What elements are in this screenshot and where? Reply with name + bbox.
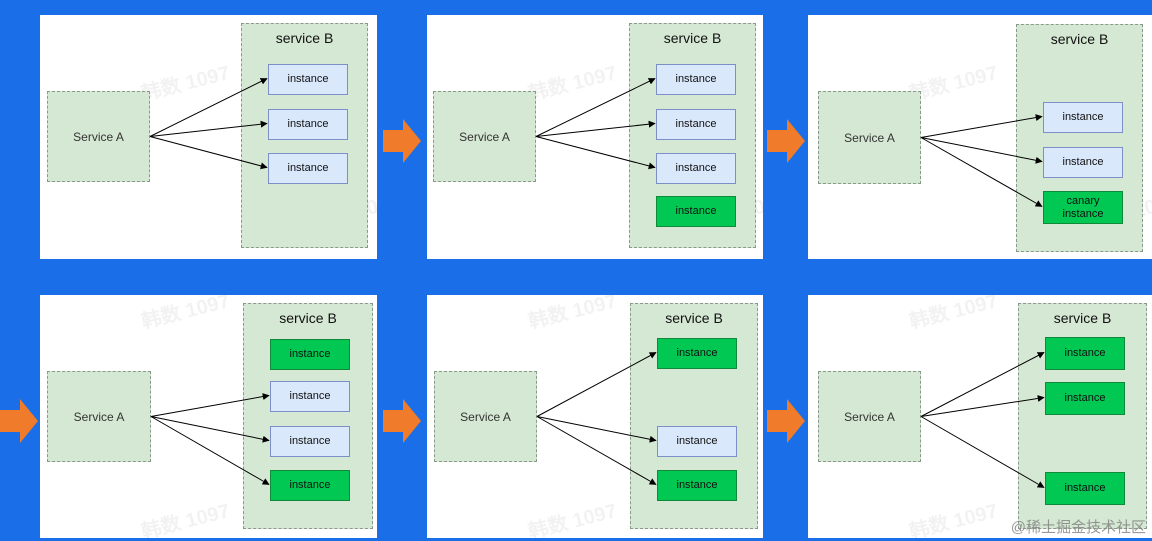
watermark-credit: @稀土掘金技术社区: [1010, 519, 1146, 536]
instance-label: instance: [287, 118, 329, 130]
instance-label: instance: [289, 348, 331, 360]
watermark-text: 韩数 1097: [526, 62, 619, 106]
instance-box: instance: [1045, 472, 1125, 505]
step-arrow-icon: [767, 119, 805, 163]
watermark-text: 韩数 1097: [139, 295, 232, 334]
instance-box: instance: [1043, 147, 1123, 178]
instance-box: instance: [268, 109, 348, 140]
service-a-label: Service A: [844, 409, 895, 424]
service-a-box: Service A: [818, 91, 921, 184]
watermark-text: 韩数 1097: [907, 295, 1000, 334]
service-a-box: Service A: [434, 371, 537, 462]
service-a-label: Service A: [460, 409, 511, 424]
instance-box: instance: [268, 153, 348, 184]
instance-label: instance: [289, 435, 331, 447]
step-arrow-icon: [383, 399, 421, 443]
watermark-text: 韩数 1097: [139, 62, 232, 106]
watermark-text: 韩数 1097: [526, 295, 619, 334]
instance-label: instance: [676, 347, 718, 359]
instance-box: instance: [1045, 382, 1125, 415]
instance-label: instance: [289, 479, 331, 491]
instance-label: instance: [1062, 111, 1104, 123]
instance-label: instance: [675, 162, 717, 174]
service-a-label: Service A: [73, 129, 124, 144]
instance-box: instance: [657, 470, 737, 501]
instance-label: instance: [676, 479, 718, 491]
watermark-text: 韩数 1097: [907, 500, 1000, 538]
service-b-container: service B instance instance instance instanc…: [243, 303, 373, 529]
instance-box: instance: [656, 153, 736, 184]
instance-box: instance: [1043, 102, 1123, 133]
service-b-title: service B: [663, 30, 722, 46]
instance-label: instance: [1062, 156, 1104, 168]
service-a-box: Service A: [433, 91, 536, 182]
service-b-container: service B instance instance instance: [241, 23, 368, 248]
service-b-container: service B instance instance instance: [630, 303, 758, 529]
watermark-text: 韩数 1097: [139, 500, 232, 538]
instance-box: instance: [270, 426, 350, 457]
service-b-container: service B instance instance instance instanc…: [629, 23, 756, 248]
instance-box: instance: [656, 196, 736, 227]
instance-label: instance: [675, 118, 717, 130]
step-arrow-icon: [383, 119, 421, 163]
instance-box: instance: [657, 338, 737, 369]
instance-label: instance: [675, 205, 717, 217]
instance-label: instance: [1064, 347, 1106, 359]
service-a-label: Service A: [459, 129, 510, 144]
step-arrow-icon: [0, 399, 38, 443]
service-a-label: Service A: [844, 130, 895, 145]
service-b-title: service B: [275, 30, 334, 46]
instance-label: instance: [289, 390, 331, 402]
instance-label: instance: [1064, 392, 1106, 404]
service-b-title: service B: [279, 310, 337, 326]
instance-label: instance: [1064, 482, 1106, 494]
instance-box: instance: [270, 339, 350, 370]
watermark-text: 韩数 1097: [526, 500, 619, 538]
instance-label: instance: [287, 73, 329, 85]
service-b-title: service B: [665, 310, 723, 326]
service-a-box: Service A: [818, 371, 921, 462]
instance-box: instance: [657, 426, 737, 457]
service-a-box: Service A: [47, 91, 150, 182]
instance-label: instance: [676, 435, 718, 447]
instance-box: instance: [268, 64, 348, 95]
service-a-box: Service A: [47, 371, 151, 462]
instance-box: instance: [656, 64, 736, 95]
instance-box: instance: [270, 381, 350, 412]
service-b-container: service B instance instance instance: [1018, 303, 1147, 529]
instance-box: instance: [1045, 337, 1125, 370]
service-a-label: Service A: [73, 409, 125, 424]
instance-label: instance: [287, 162, 329, 174]
service-b-title: service B: [1053, 310, 1112, 326]
step-arrow-icon: [767, 399, 805, 443]
instance-label: instance: [675, 73, 717, 85]
instance-box: instance: [270, 470, 350, 501]
instance-box: instance: [656, 109, 736, 140]
service-b-title: service B: [1050, 31, 1109, 47]
